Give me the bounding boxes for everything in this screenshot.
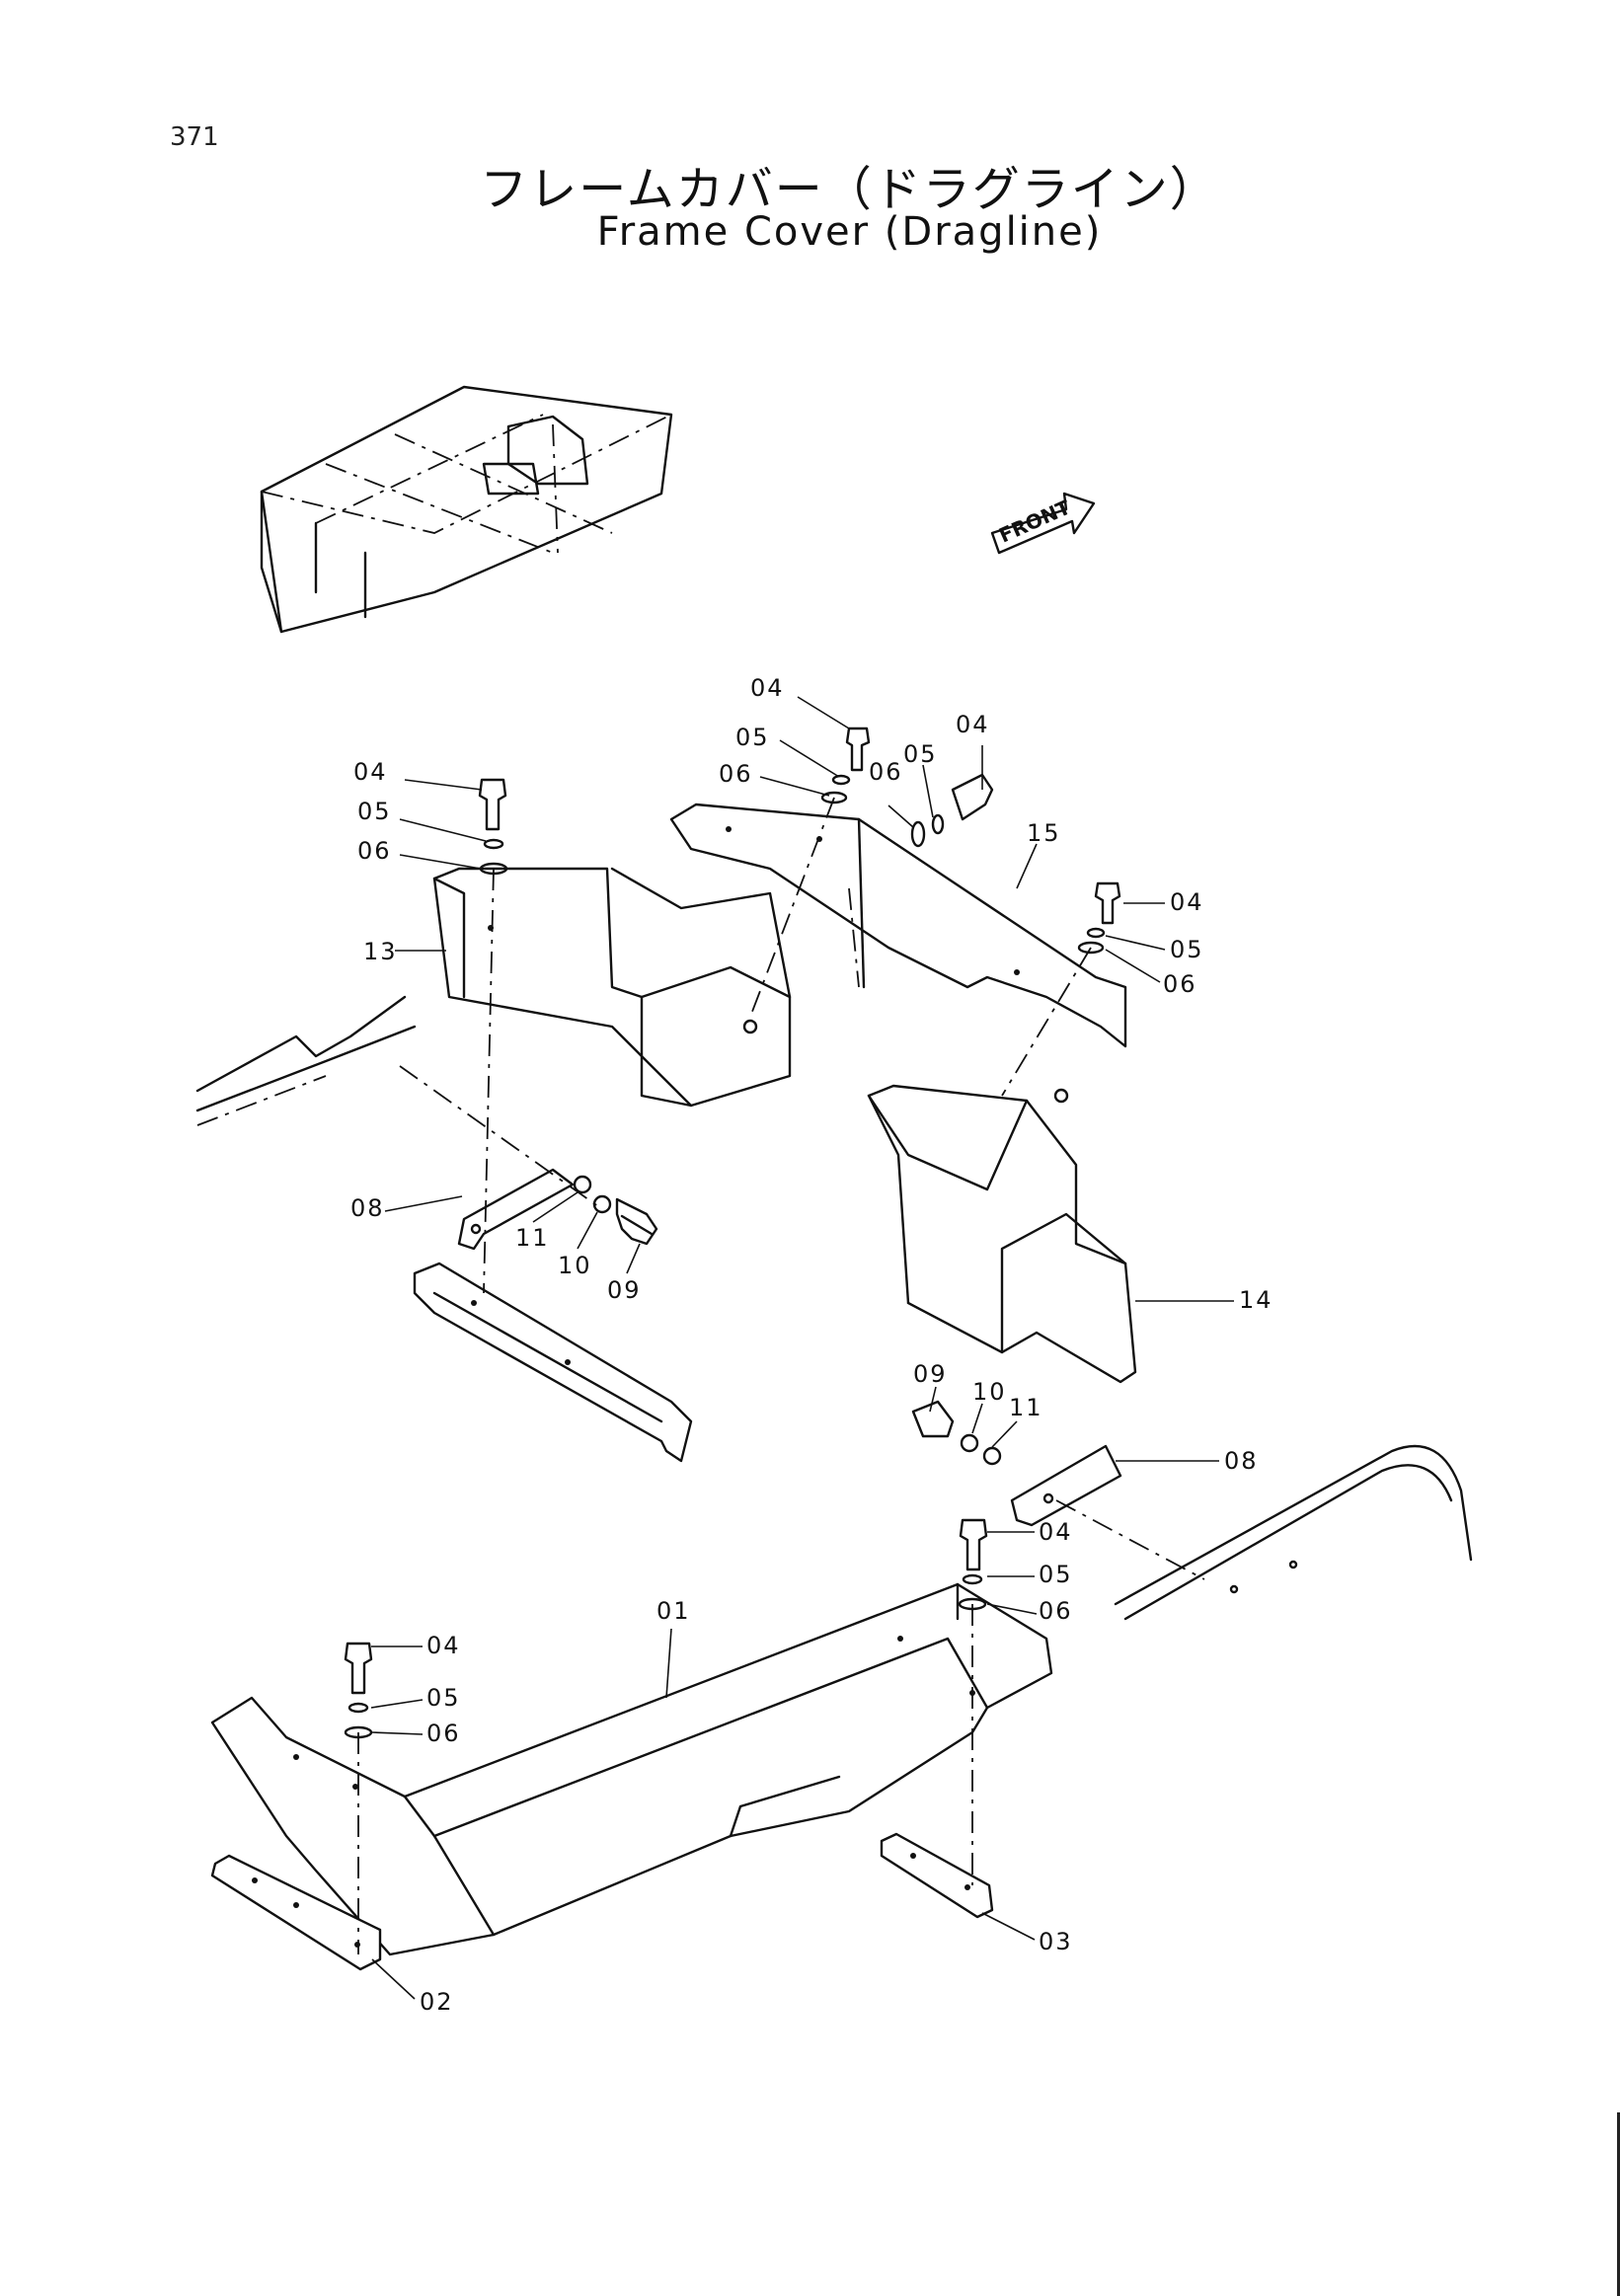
title-japanese: フレームカバー（ドラグライン） (480, 162, 1219, 217)
assembly-centerlines (357, 797, 1205, 1954)
machine-overview-sketch (260, 385, 673, 634)
page-edge-rule (1617, 2112, 1620, 2296)
callout-04: 04 (426, 1632, 461, 1659)
callout-04: 04 (353, 758, 388, 786)
bolt-set-right (911, 1400, 1002, 1466)
front-direction-arrow: FRONT (990, 492, 1096, 555)
part-08-bracket-right (1010, 1444, 1122, 1527)
callout-04: 04 (750, 674, 785, 702)
callout-10: 10 (972, 1378, 1007, 1406)
callout-06: 06 (426, 1720, 461, 1747)
callout-08: 08 (1224, 1447, 1259, 1475)
callout-04: 04 (1039, 1518, 1073, 1546)
callout-10: 10 (558, 1252, 592, 1279)
bolt-stack-c (910, 773, 994, 848)
part-08-bracket-left (457, 1168, 575, 1251)
bolt-stack-b (820, 727, 871, 804)
bolt-stack-f (344, 1642, 373, 1739)
callout-09: 09 (913, 1360, 948, 1388)
callout-05: 05 (426, 1684, 461, 1712)
page-number: 371 (170, 122, 219, 152)
frame-rail-right (1114, 1444, 1473, 1621)
frame-rail-left (195, 995, 693, 1463)
callout-03: 03 (1039, 1928, 1073, 1955)
part-01-frame-cover-main (210, 1582, 1053, 1956)
callout-08: 08 (350, 1194, 385, 1222)
callout-15: 15 (1027, 819, 1061, 847)
callout-05: 05 (1039, 1561, 1073, 1588)
callout-04: 04 (1170, 888, 1204, 916)
callout-06: 06 (1163, 970, 1197, 998)
front-label: FRONT (995, 495, 1074, 547)
callout-06: 06 (869, 758, 903, 786)
bolt-stack-d (1077, 881, 1121, 955)
part-13-cover-left (432, 867, 792, 1108)
callout-06: 06 (357, 837, 392, 865)
callout-06: 06 (719, 760, 753, 788)
callout-05: 05 (735, 724, 770, 751)
part-14-cover-right (867, 1084, 1137, 1384)
callout-leaders (370, 696, 1234, 2000)
callout-05: 05 (357, 798, 392, 825)
callout-05: 05 (903, 740, 938, 768)
callout-06: 06 (1039, 1597, 1073, 1625)
bolt-stack-a (478, 778, 508, 876)
callout-11: 11 (515, 1224, 550, 1252)
callout-numbers: 04 05 06 06 05 04 04 05 06 15 04 05 06 1… (350, 674, 1273, 2016)
callout-11: 11 (1009, 1394, 1043, 1421)
callout-05: 05 (1170, 936, 1204, 963)
title-english: Frame Cover (Dragline) (596, 209, 1103, 255)
callout-04: 04 (956, 711, 990, 738)
callout-14: 14 (1239, 1286, 1273, 1314)
callout-09: 09 (607, 1276, 642, 1304)
callout-13: 13 (363, 938, 398, 965)
part-02-plate (210, 1854, 382, 1971)
bolt-set-left (573, 1175, 658, 1246)
callout-02: 02 (420, 1988, 454, 2016)
part-03-plate (880, 1832, 994, 1919)
callout-01: 01 (656, 1597, 691, 1625)
